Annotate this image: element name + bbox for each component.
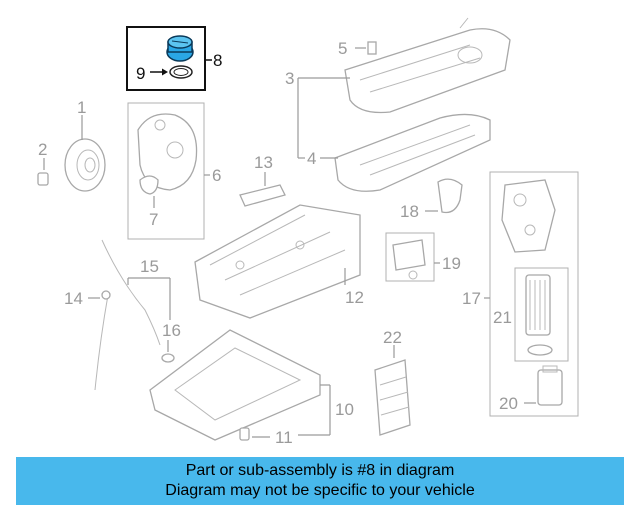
oil-filter-part-21[interactable]	[525, 274, 553, 356]
valve-cover-gasket-part-4[interactable]	[334, 113, 491, 192]
upper-oil-pan-part-12[interactable]	[194, 204, 361, 319]
crankshaft-pulley-part-1[interactable]	[64, 138, 106, 192]
oil-filler-cap-part-8[interactable]	[166, 35, 194, 62]
seal-part-16[interactable]	[161, 353, 175, 363]
callout-3: 3	[285, 69, 294, 88]
bolt-part-5[interactable]	[367, 41, 377, 55]
callout-21: 21	[493, 308, 512, 327]
info-banner: Part or sub-assembly is #8 in diagram Di…	[16, 457, 624, 505]
dipstick-tube-part-15[interactable]	[101, 239, 161, 346]
callout-14: 14	[64, 289, 83, 308]
valve-cover-part-3[interactable]	[344, 17, 511, 114]
callout-22: 22	[383, 328, 402, 347]
callout-1: 1	[77, 98, 86, 117]
banner-line-2: Diagram may not be specific to your vehi…	[165, 482, 475, 499]
fitting-part-18[interactable]	[437, 178, 463, 214]
callout-20: 20	[499, 394, 518, 413]
drain-plug-part-11[interactable]	[239, 427, 250, 441]
callout-7: 7	[149, 210, 158, 229]
baffle-part-13[interactable]	[239, 184, 286, 207]
callout-2: 2	[38, 140, 47, 159]
callout-4: 4	[307, 149, 316, 168]
callout-18: 18	[400, 202, 419, 221]
highlight-group-8[interactable]: 8 9	[126, 26, 222, 91]
seal-ring-part-9[interactable]	[169, 65, 193, 79]
gasket-part-19[interactable]	[392, 239, 426, 280]
dipstick-part-14[interactable]	[94, 290, 111, 391]
filter-cap-part-20[interactable]	[537, 365, 563, 406]
callout-17: 17	[462, 289, 481, 308]
callout-5: 5	[338, 39, 347, 58]
callout-19: 19	[442, 254, 461, 273]
sensor-part-7[interactable]	[139, 175, 159, 195]
callout-11: 11	[275, 428, 293, 447]
callout-16: 16	[162, 321, 181, 340]
callout-10: 10	[335, 400, 354, 419]
callout-8: 8	[213, 51, 222, 70]
oil-cooler-part-22[interactable]	[374, 359, 411, 436]
parts-diagram: 8 9 1 2 6 7 5 3 4	[37, 17, 579, 447]
banner-line-1: Part or sub-assembly is #8 in diagram	[185, 462, 455, 479]
highlight-box	[126, 26, 206, 91]
callout-13: 13	[254, 153, 273, 172]
callout-6: 6	[212, 166, 221, 185]
bolt-part-2[interactable]	[37, 172, 49, 186]
lower-oil-pan-part-10[interactable]	[149, 329, 321, 441]
callout-15: 15	[140, 257, 159, 276]
callout-12: 12	[345, 288, 364, 307]
oil-filter-housing-part-17[interactable]	[501, 179, 556, 253]
callout-9: 9	[136, 64, 145, 83]
